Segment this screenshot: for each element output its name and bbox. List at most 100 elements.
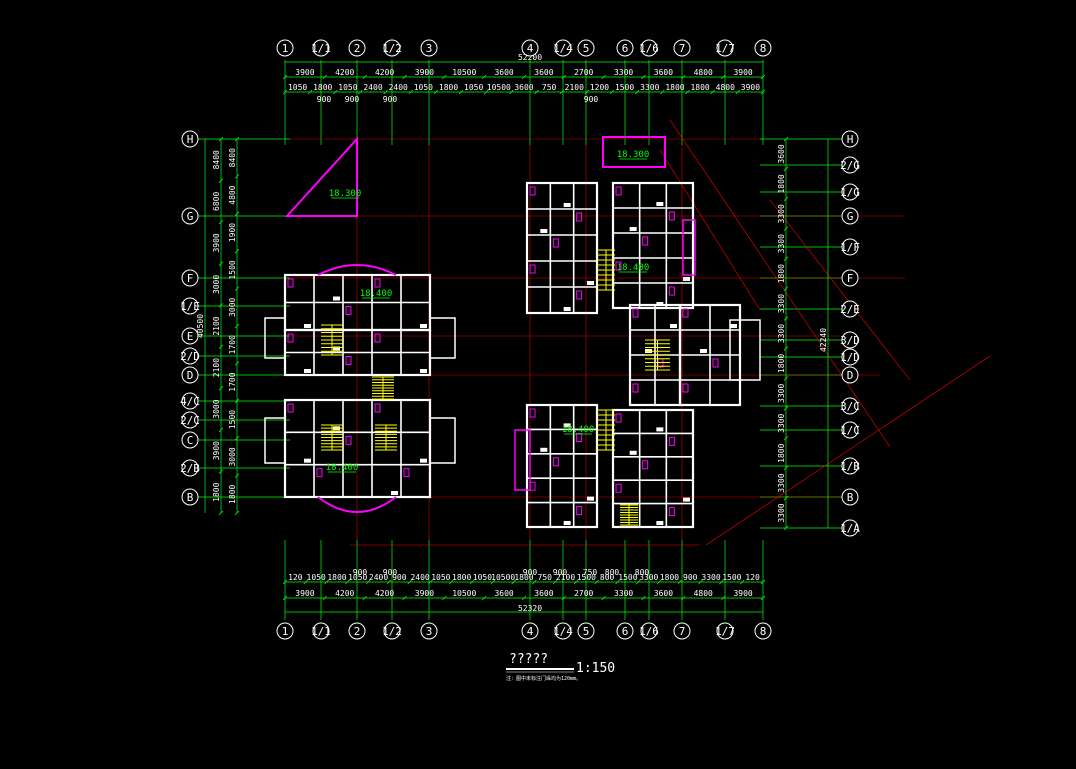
dimension-label: 900: [383, 95, 398, 104]
axis-bubble-top: 4: [521, 39, 539, 57]
axis-bubble-circle: [181, 411, 199, 429]
axis-bubble-right: F: [841, 269, 859, 287]
fixture: [403, 468, 410, 478]
right-overall-dimension: 42240: [819, 139, 829, 528]
fixture: [668, 211, 675, 221]
axis-bubble-circle: [181, 392, 199, 410]
dimension-tick: [783, 495, 789, 501]
axis-bubble-label: 1/4: [553, 42, 573, 55]
dimension-label: 3000: [228, 297, 237, 316]
dimension-tick: [383, 89, 388, 95]
dimension-tick: [481, 595, 487, 601]
axis-bubble-right: 1/D: [840, 348, 860, 366]
dimension-tick: [681, 74, 686, 80]
fixture: [668, 436, 675, 446]
axis-bubble-label: E: [187, 330, 194, 343]
exterior-wall: [611, 408, 695, 529]
dimension-label: 4200: [375, 68, 394, 77]
dimension-tick: [710, 89, 715, 95]
axis-bubble-circle: [554, 39, 572, 57]
dimension-label: 3300: [777, 294, 786, 313]
dimension-label: 52200: [518, 53, 542, 62]
dimension-tick: [218, 219, 224, 225]
fixture: [345, 435, 352, 445]
axis-bubble-circle: [312, 39, 330, 57]
axis-bubble-bottom: 2: [348, 622, 366, 640]
axis-bubble-circle: [841, 397, 859, 415]
room-tag: [587, 281, 594, 285]
axis-bubble-circle: [841, 519, 859, 537]
axis-bubble-label: H: [187, 133, 194, 146]
dimension-tick: [218, 178, 224, 183]
axis-bubble-top: 5: [577, 39, 595, 57]
axis-bubble-circle: [181, 488, 199, 506]
elevation-label: 18.400: [360, 289, 393, 299]
axis-bubble-circle: [181, 347, 199, 365]
dimension-tick: [719, 579, 724, 585]
fixture: [576, 212, 583, 222]
dimension-label: 1800: [439, 83, 458, 92]
fixture: [576, 290, 583, 300]
dimension-label: 3000: [228, 447, 237, 466]
dimension-tick: [641, 595, 646, 601]
dimension-tick: [408, 89, 414, 95]
dimension-tick: [601, 74, 606, 80]
left-balcony-east: [429, 417, 456, 464]
dimension-tick: [218, 302, 224, 308]
axis-bubble-circle: [841, 238, 859, 256]
room-tag: [563, 521, 571, 525]
fixture: [615, 186, 622, 196]
dimension-tick: [490, 579, 496, 585]
room-tag: [629, 227, 637, 231]
dimension-label: 1800: [514, 573, 533, 582]
axis-bubble-left: D: [181, 366, 199, 384]
room-tag: [670, 324, 677, 328]
dimension-label: 2400: [369, 573, 388, 582]
axis-bubble-circle: [312, 622, 330, 640]
right-building-upper-units-b: [611, 181, 695, 310]
dimension-label: 40500: [196, 314, 205, 338]
dimension-label: 3300: [777, 234, 786, 253]
right-building-lower-units-a: [525, 403, 599, 529]
room-tag: [629, 450, 637, 455]
axis-bubble-label: 7: [679, 42, 686, 55]
dimension-tick: [218, 344, 224, 350]
dimension-tick: [739, 579, 745, 585]
dimension-tick: [615, 579, 620, 585]
dimension-tick: [783, 136, 789, 142]
dimension-label: 1900: [228, 223, 237, 242]
elevation-label: 18.400: [326, 463, 359, 473]
dimension-label: 8400: [228, 148, 237, 167]
dimension-tick: [521, 74, 527, 80]
axis-bubble-top: 1/4: [553, 39, 573, 57]
dimension-tick: [282, 579, 288, 585]
right-dimension-chain-1: 3600180033003300180033003300180033003300…: [777, 136, 789, 531]
left-building-lower-units: [283, 398, 432, 499]
axis-bubble-circle: [673, 39, 691, 57]
axis-bubble-bottom: 1/1: [311, 622, 331, 640]
dimension-tick: [783, 376, 789, 381]
dimension-tick: [584, 89, 590, 95]
axis-bubble-circle: [640, 39, 658, 57]
dimension-label: 10500: [452, 589, 476, 598]
left-balcony-east: [429, 317, 456, 359]
room-tag: [540, 229, 548, 233]
axis-bubble-circle: [577, 39, 595, 57]
dimension-label: 3300: [639, 573, 658, 582]
dimension-label: 1050: [307, 573, 326, 582]
dimension-tick: [720, 595, 726, 601]
dimension-label: 120: [745, 573, 760, 582]
dimension-label: 3600: [494, 589, 513, 598]
axis-bubble-circle: [577, 622, 595, 640]
dimension-label: 750: [583, 568, 598, 577]
dimension-label: 3900: [212, 441, 221, 460]
room-tag: [563, 203, 571, 207]
dimension-label: 800: [635, 568, 650, 577]
room-tag: [304, 369, 311, 373]
axis-bubble-label: 8: [760, 625, 767, 638]
dimension-tick: [601, 595, 606, 601]
axis-bubble-circle: [181, 297, 199, 315]
dimension-tick: [681, 595, 686, 601]
dimension-label: 8400: [212, 150, 221, 169]
